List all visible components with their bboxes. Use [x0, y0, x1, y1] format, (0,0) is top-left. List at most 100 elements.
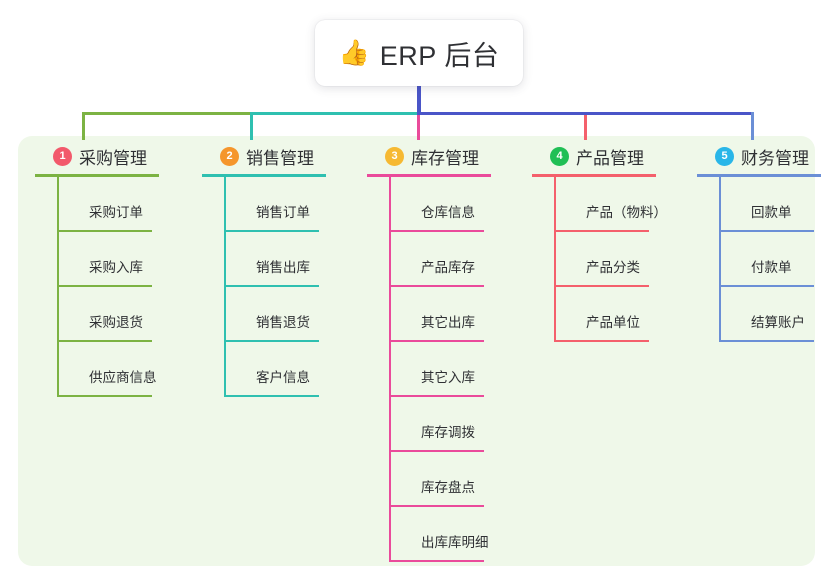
column-1: 1 采购管理采购订单采购入库采购退货供应商信息 [35, 143, 195, 397]
menu-item[interactable]: 采购入库 [57, 232, 195, 287]
column-header-5[interactable]: 5 财务管理 [697, 143, 839, 169]
menu-item[interactable]: 其它出库 [389, 287, 527, 342]
menu-item-label: 其它入库 [421, 370, 475, 385]
menu-item-label: 供应商信息 [89, 370, 157, 385]
menu-item[interactable]: 采购订单 [57, 177, 195, 232]
menu-item-rule [57, 395, 152, 397]
column-header-rule [202, 174, 326, 177]
bus-segment-4 [417, 112, 584, 115]
menu-item-rule [224, 285, 319, 287]
column-badge-icon: 3 [385, 146, 404, 166]
menu-item-label: 产品分类 [586, 260, 640, 275]
column-items: 仓库信息产品库存其它出库其它入库库存调拨库存盘点出库库明细 [367, 177, 527, 562]
menu-item[interactable]: 产品分类 [554, 232, 692, 287]
thumbs-up-icon: 👍 [338, 38, 370, 67]
menu-item-label: 出库库明细 [421, 535, 489, 550]
bus-drop-1 [82, 112, 85, 140]
menu-item[interactable]: 销售退货 [224, 287, 362, 342]
column-title: 产品管理 [576, 148, 644, 168]
menu-item[interactable]: 销售订单 [224, 177, 362, 232]
menu-item-label: 客户信息 [256, 370, 310, 385]
menu-item[interactable]: 库存盘点 [389, 452, 527, 507]
menu-item[interactable]: 出库库明细 [389, 507, 527, 562]
menu-item[interactable]: 仓库信息 [389, 177, 527, 232]
menu-item[interactable]: 付款单 [719, 232, 839, 287]
menu-item-rule [224, 395, 319, 397]
menu-item-label: 销售订单 [256, 205, 310, 220]
bus-drop-5 [751, 112, 754, 140]
bus-segment-5 [584, 112, 751, 115]
menu-item-rule [389, 340, 484, 342]
column-badge-icon: 1 [53, 146, 72, 166]
menu-item-label: 其它出库 [421, 315, 475, 330]
content-panel [18, 136, 815, 566]
column-title: 库存管理 [411, 148, 479, 168]
menu-item[interactable]: 销售出库 [224, 232, 362, 287]
menu-item-rule [719, 285, 814, 287]
column-spine [389, 177, 391, 562]
menu-item-rule [57, 285, 152, 287]
menu-item-rule [554, 230, 649, 232]
column-header-1[interactable]: 1 采购管理 [35, 143, 195, 169]
menu-item-rule [224, 230, 319, 232]
menu-item[interactable]: 采购退货 [57, 287, 195, 342]
root-title-card[interactable]: 👍 ERP 后台 [315, 20, 523, 86]
column-badge-icon: 4 [550, 146, 569, 166]
column-items: 销售订单销售出库销售退货客户信息 [202, 177, 362, 397]
menu-item-label: 产品单位 [586, 315, 640, 330]
menu-item-label: 库存调拨 [421, 425, 475, 440]
bus-drop-3 [417, 112, 420, 140]
root-stem-connector [417, 86, 421, 114]
menu-item-rule [389, 395, 484, 397]
menu-item[interactable]: 回款单 [719, 177, 839, 232]
bus-segment-1 [82, 112, 250, 115]
column-header-2[interactable]: 2 销售管理 [202, 143, 362, 169]
column-3: 3 库存管理仓库信息产品库存其它出库其它入库库存调拨库存盘点出库库明细 [367, 143, 527, 562]
menu-item[interactable]: 其它入库 [389, 342, 527, 397]
column-header-rule [367, 174, 491, 177]
menu-item-label: 采购入库 [89, 260, 143, 275]
bus-drop-2 [250, 112, 253, 140]
menu-item-rule [389, 560, 484, 562]
column-items: 采购订单采购入库采购退货供应商信息 [35, 177, 195, 397]
column-title: 财务管理 [741, 148, 809, 168]
column-title: 销售管理 [246, 148, 314, 168]
menu-item-label: 产品库存 [421, 260, 475, 275]
column-4: 4 产品管理产品（物料） 产品分类产品单位 [532, 143, 692, 342]
column-badge-icon: 2 [220, 146, 239, 166]
menu-item-rule [389, 505, 484, 507]
menu-item-rule [719, 230, 814, 232]
column-badge-icon: 5 [715, 146, 734, 166]
menu-item-label: 产品（物料） [586, 205, 667, 220]
menu-item-label: 付款单 [751, 260, 792, 275]
menu-item-label: 库存盘点 [421, 480, 475, 495]
column-header-4[interactable]: 4 产品管理 [532, 143, 692, 169]
column-spine [719, 177, 721, 342]
menu-item[interactable]: 库存调拨 [389, 397, 527, 452]
column-2: 2 销售管理销售订单销售出库销售退货客户信息 [202, 143, 362, 397]
menu-item-label: 结算账户 [751, 315, 805, 330]
menu-item-rule [224, 340, 319, 342]
menu-item[interactable]: 结算账户 [719, 287, 839, 342]
column-items: 产品（物料） 产品分类产品单位 [532, 177, 692, 342]
menu-item-label: 回款单 [751, 205, 792, 220]
column-header-rule [532, 174, 656, 177]
menu-item-rule [389, 450, 484, 452]
menu-item-rule [57, 340, 152, 342]
menu-item[interactable]: 客户信息 [224, 342, 362, 397]
column-header-3[interactable]: 3 库存管理 [367, 143, 527, 169]
menu-item-label: 销售出库 [256, 260, 310, 275]
column-items: 回款单付款单结算账户 [697, 177, 839, 342]
menu-item[interactable]: 产品单位 [554, 287, 692, 342]
column-header-rule [697, 174, 821, 177]
column-spine [57, 177, 59, 397]
menu-item-rule [389, 285, 484, 287]
menu-item-rule [57, 230, 152, 232]
column-spine [224, 177, 226, 397]
column-title: 采购管理 [79, 148, 147, 168]
menu-item[interactable]: 产品（物料） [554, 177, 692, 232]
menu-item-rule [389, 230, 484, 232]
menu-item[interactable]: 供应商信息 [57, 342, 195, 397]
menu-item[interactable]: 产品库存 [389, 232, 527, 287]
